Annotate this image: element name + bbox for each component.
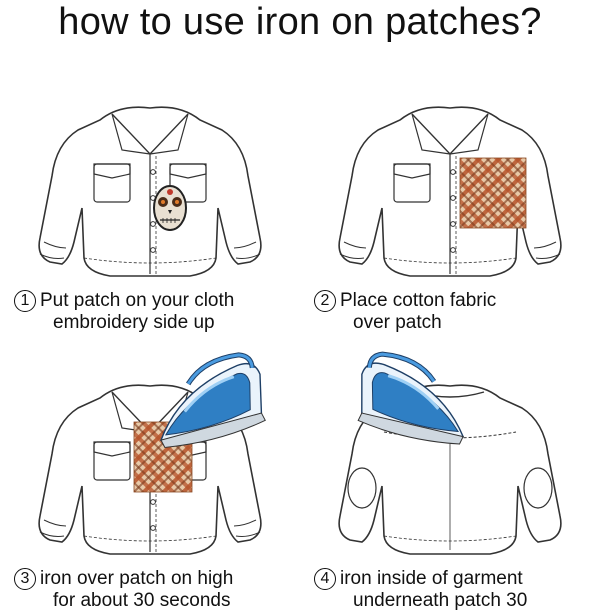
plaid-fabric-icon xyxy=(459,157,527,229)
skull-patch-icon xyxy=(153,185,187,231)
shirt-front-illustration xyxy=(38,336,300,555)
step-caption-line2: underneath patch 30 xyxy=(353,590,528,611)
step-number-badge: 3 xyxy=(14,568,36,590)
step-caption-line2: embroidery side up xyxy=(53,312,215,333)
step-caption-line1: iron inside of garment xyxy=(340,568,523,589)
shirt-back-illustration xyxy=(338,336,562,555)
step-caption-line1: Place cotton fabric xyxy=(340,290,497,311)
page-title: how to use iron on patches? xyxy=(58,1,542,43)
step-number-badge: 2 xyxy=(314,290,336,312)
step-caption-line2: over patch xyxy=(353,312,442,333)
step-caption-line1: Put patch on your cloth xyxy=(40,290,235,311)
step-caption-line2: for about 30 seconds xyxy=(53,590,231,611)
shirt-front-illustration xyxy=(338,106,562,277)
step-number-badge: 1 xyxy=(14,290,36,312)
step-number-badge: 4 xyxy=(314,568,336,590)
shirt-front-illustration xyxy=(38,106,262,277)
step-caption-line1: iron over patch on high xyxy=(40,568,234,589)
